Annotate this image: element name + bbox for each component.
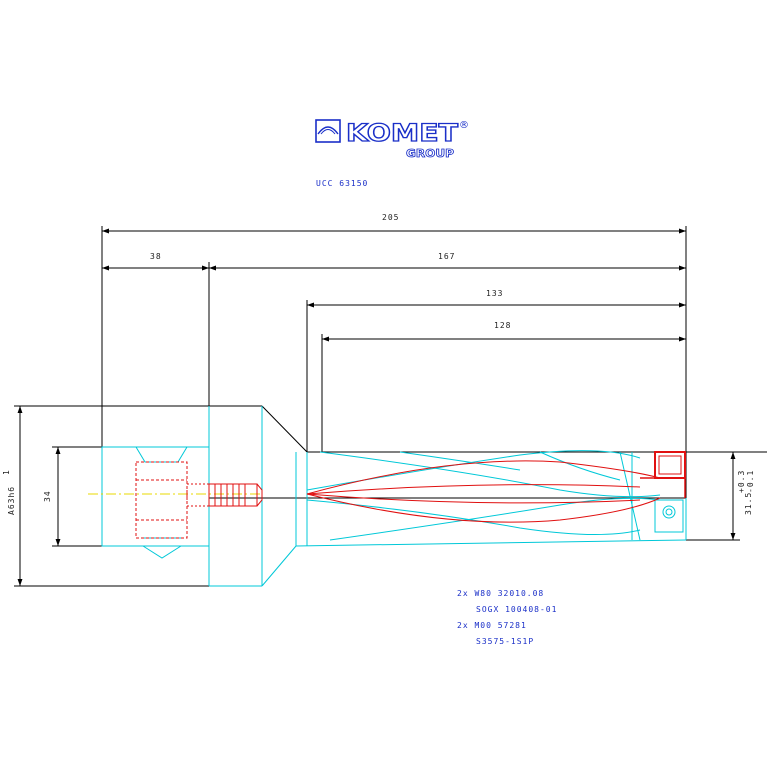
parts-list-item-2: SOGX 100408-01	[476, 605, 557, 614]
dim-38-text: 38	[150, 252, 162, 261]
dim-shank-dia-text: A63h6	[7, 486, 16, 515]
dimension-lines	[17, 228, 736, 586]
dim-205-text: 205	[382, 213, 399, 222]
komet-logo: KOMET ® GROUP	[315, 118, 469, 160]
parts-list: 2x W80 32010.08 SOGX 100408-01 2x M00 57…	[457, 589, 557, 646]
dim-128-text: 128	[494, 321, 511, 330]
dim-shank-dia-superscript: 1	[2, 469, 11, 475]
dim-167-text: 167	[438, 252, 455, 261]
logo-registered: ®	[459, 120, 469, 131]
tool-internal-red	[135, 451, 686, 539]
part-number: UCC 63150	[316, 179, 368, 188]
parts-list-item-3: 2x M00 57281	[457, 621, 527, 630]
logo-group: GROUP	[406, 147, 454, 160]
dim-drill-tol-lower: -0.1	[746, 470, 755, 493]
komet-logo-icon	[315, 119, 341, 143]
tool-outline	[102, 405, 687, 499]
dim-drill-tol-upper: +0.3	[737, 470, 746, 493]
dim-drill-dia-text: 31.5	[744, 492, 753, 515]
dim-34-text: 34	[43, 490, 52, 502]
parts-list-item-1: 2x W80 32010.08	[457, 589, 544, 598]
dim-133-text: 133	[486, 289, 503, 298]
tool-body-cyan	[101, 406, 687, 587]
logo-brand: KOMET	[346, 119, 459, 147]
parts-list-item-4: S3575-1S1P	[476, 637, 534, 646]
